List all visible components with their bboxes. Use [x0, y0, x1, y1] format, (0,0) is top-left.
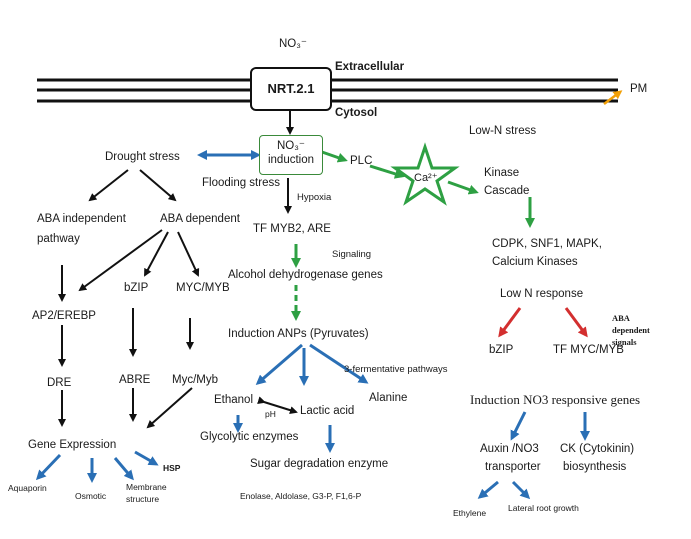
aba-signals-line2: dependent [612, 325, 650, 335]
auxin-line2: transporter [485, 461, 541, 473]
kinase-line2: Cascade [484, 185, 530, 197]
ck-line2: biosynthesis [563, 461, 627, 473]
aquaporin-label: Aquaporin [8, 483, 47, 493]
osmotic-label: Osmotic [75, 491, 107, 501]
pm-label: PM [630, 83, 648, 95]
black-arrows [58, 107, 294, 429]
low-n-response-label: Low N response [500, 288, 584, 300]
signaling-label: Signaling [332, 249, 372, 260]
anps-label: Induction ANPs (Pyruvates) [228, 328, 369, 340]
cytosol-label: Cytosol [335, 107, 378, 119]
enolase-label: Enolase, Aldolase, G3-P, F1,6-P [240, 491, 362, 501]
nrt21-transporter: NRT.2.1 [250, 67, 332, 111]
ethanol-label: Ethanol [214, 394, 254, 406]
plasma-membrane [37, 78, 618, 103]
gene-expression-label: Gene Expression [28, 439, 117, 451]
no3-induction-line1: NO₃⁻ [276, 140, 305, 152]
ck-line1: CK (Cytokinin) [560, 443, 635, 455]
glycolytic-label: Glycolytic enzymes [200, 431, 299, 443]
ap2-erebp-label: AP2/EREBP [32, 310, 96, 322]
blue-arrows [35, 343, 590, 500]
nrt21-label: NRT.2.1 [267, 81, 315, 96]
green-arrows [291, 150, 535, 268]
red-arrows [498, 307, 588, 338]
cdpk-line1: CDPK, SNF1, MAPK, [492, 238, 602, 250]
aba-independent-line1: ABA independent [37, 213, 126, 225]
calcium-label: Ca²⁺ [414, 172, 438, 184]
bzip-left-label: bZIP [124, 282, 149, 294]
cdpk-line2: Calcium Kinases [492, 256, 578, 268]
no3-induction-box: NO₃⁻ induction [259, 135, 323, 175]
ethylene-label: Ethylene [453, 508, 487, 518]
bzip-right-label: bZIP [489, 344, 514, 356]
drought-stress-label: Drought stress [105, 151, 180, 163]
tf-myc-myb-label: TF MYC/MYB [553, 344, 624, 356]
auxin-line1: Auxin /NO3 [480, 443, 539, 455]
aba-signals-line3: signals [612, 337, 637, 347]
lactic-acid-label: Lactic acid [300, 405, 355, 417]
hsp-label: HSP [163, 463, 181, 473]
plc-label: PLC [350, 155, 373, 167]
membrane-structure-line1: Membrane [126, 482, 167, 492]
flooding-stress-label: Flooding stress [202, 177, 280, 189]
no3-induction-line2: induction [267, 154, 315, 166]
aba-dependent-label: ABA dependent [160, 213, 240, 225]
ethanol-lactic-arrow [257, 396, 298, 415]
mycmyb2-label: Myc/Myb [172, 374, 218, 386]
alanine-label: Alanine [369, 392, 408, 404]
extracellular-label: Extracellular [335, 61, 405, 73]
abre-label: ABRE [119, 374, 151, 386]
pm-arrow [603, 90, 623, 105]
aba-independent-line2: pathway [37, 233, 80, 245]
fermentative-label: 3-fermentative pathways [344, 364, 448, 375]
mycmyb-label: MYC/MYB [176, 282, 230, 294]
lateral-root-label: Lateral root growth [508, 503, 579, 513]
dre-label: DRE [47, 377, 72, 389]
adh-genes-label: Alcohol dehydrogenase genes [228, 269, 383, 281]
hypoxia-label: Hypoxia [297, 192, 332, 203]
aba-signals-line1: ABA [612, 313, 630, 323]
low-n-stress-label: Low-N stress [469, 125, 537, 137]
no3-extracellular: NO₃⁻ [279, 38, 308, 50]
tf-myb2-label: TF MYB2, ARE [253, 223, 331, 235]
kinase-line1: Kinase [484, 167, 520, 179]
sugar-degradation-label: Sugar degradation enzyme [250, 458, 389, 470]
no3-responsive-genes-label: Induction NO3 responsive genes [470, 392, 641, 407]
ph-label: pH [265, 409, 276, 419]
calcium-star-icon [390, 142, 460, 206]
membrane-structure-line2: structure [126, 494, 160, 504]
